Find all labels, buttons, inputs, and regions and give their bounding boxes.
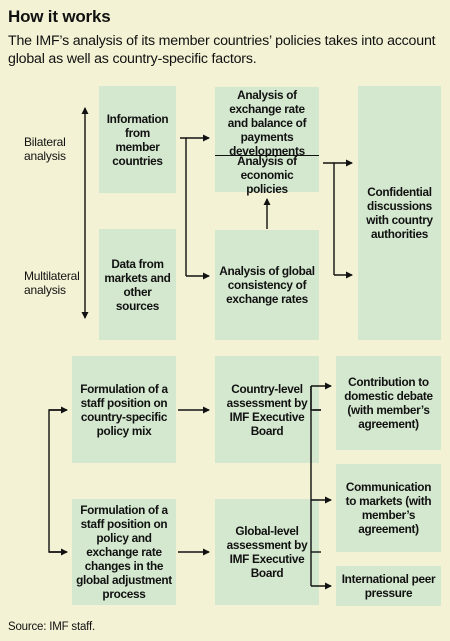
- box-data: Data from markets and other sources: [99, 229, 176, 340]
- page-title: How it works: [8, 7, 111, 26]
- box-confidential-discussions: Confidential discussions with country au…: [358, 86, 441, 340]
- multilateral-analysis-label: Multilateral analysis: [24, 269, 80, 297]
- box-domestic-debate: Contribution to domestic debate (with me…: [336, 356, 441, 450]
- box-country-level-assessment: Country-level assessment by IMF Executiv…: [215, 356, 319, 463]
- bilateral-analysis-label: Bilateral analysis: [24, 135, 66, 163]
- box-information: Information from member countries: [99, 86, 176, 193]
- source-note: Source: IMF staff.: [8, 621, 95, 633]
- box-global-consistency: Analysis of global consistency of exchan…: [215, 230, 319, 340]
- connector-info-bracket: [180, 137, 187, 276]
- connector-staff-bracket: [48, 409, 66, 553]
- box-staff-exchange-rate: Formulation of a staff position on polic…: [72, 499, 176, 605]
- box-global-level-assessment: Global-level assessment by IMF Executive…: [215, 499, 319, 605]
- box-peer-pressure: International peer pressure: [336, 566, 441, 606]
- connector-country-stub: [310, 386, 321, 411]
- connector-to-confidential: [323, 162, 335, 275]
- page-subtitle: The IMF’s analysis of its member countri…: [8, 33, 436, 67]
- box-exchange-and-policy-analysis: Analysis of exchange rate and balance of…: [215, 87, 319, 196]
- box-divider: [215, 155, 319, 156]
- box-staff-country-specific: Formulation of a staff position on count…: [72, 356, 176, 463]
- box-communication: Communication to markets (with member’s …: [336, 464, 441, 552]
